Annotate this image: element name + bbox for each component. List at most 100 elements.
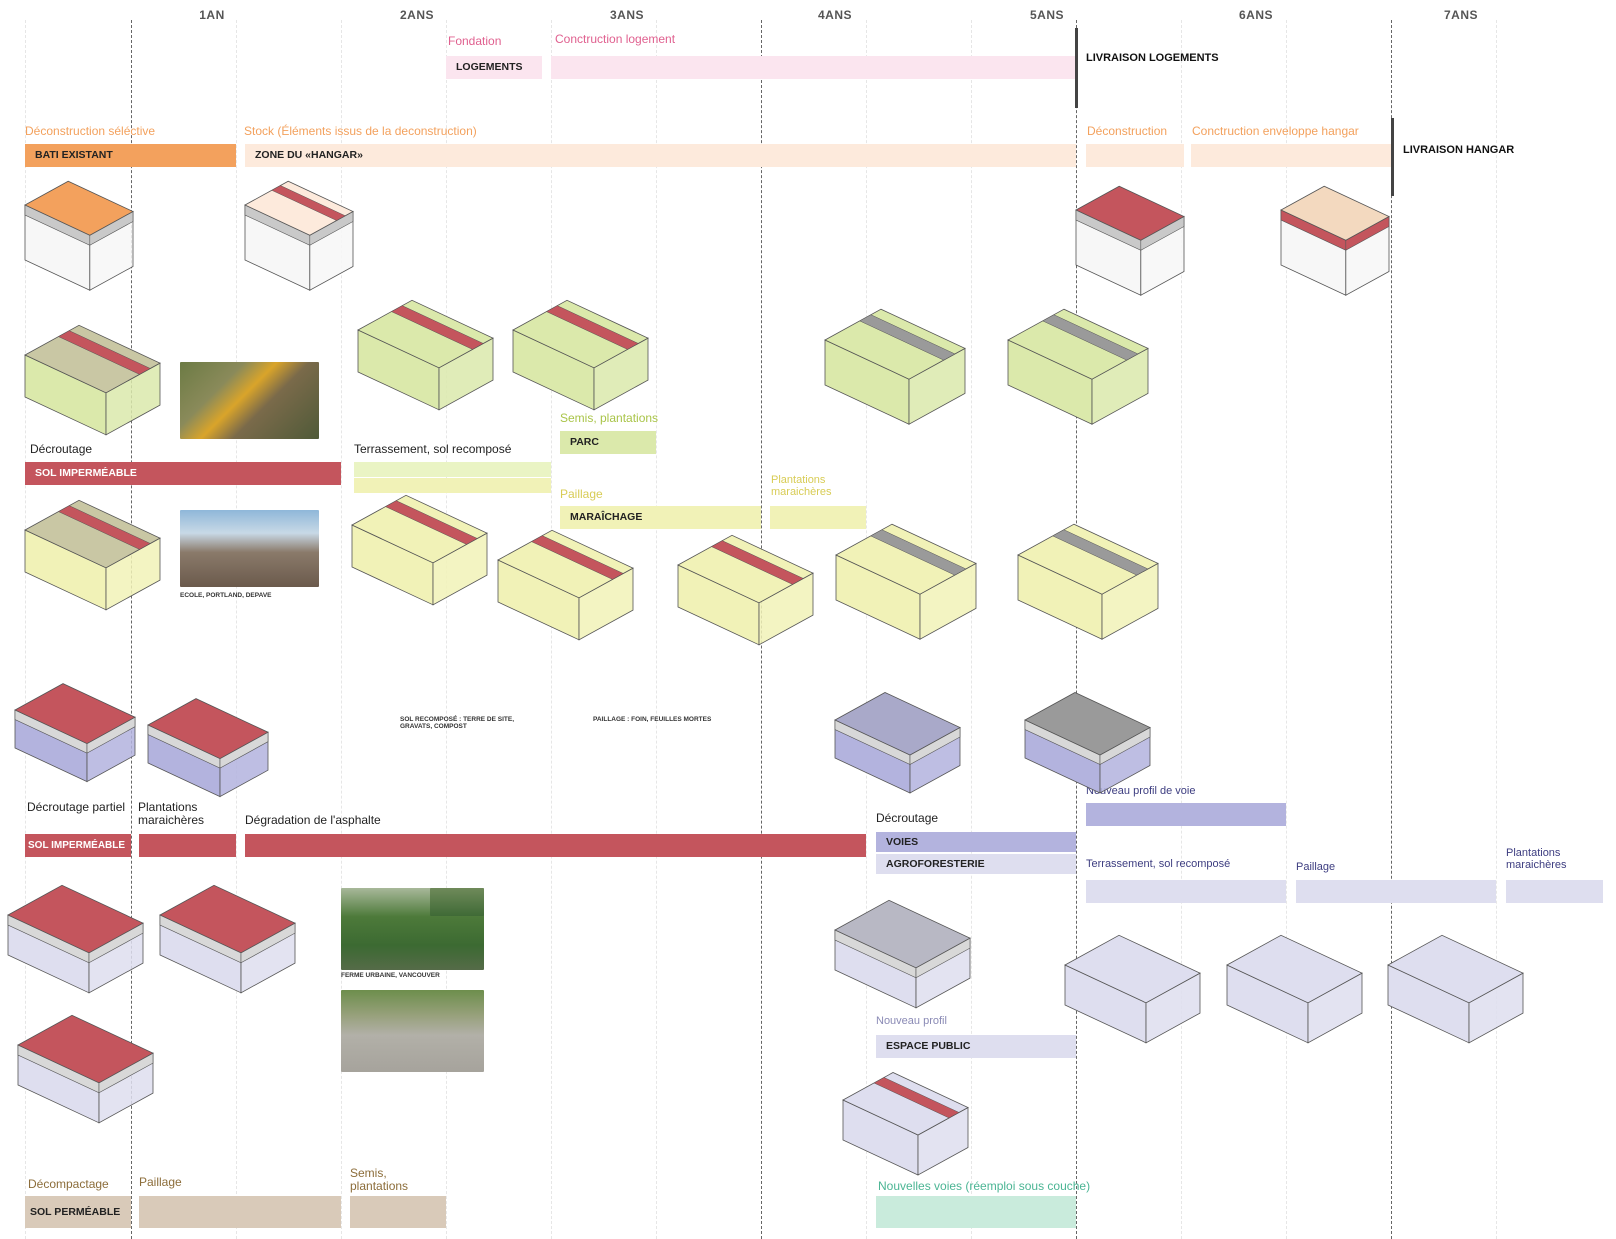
block-mar-6: [1017, 523, 1159, 640]
label-plantations-3-text: Plantations maraichères: [1506, 847, 1567, 871]
bar-terrassement-2: [1086, 880, 1286, 903]
bar-sol-impermeable-2: SOL IMPERMÉABLE: [25, 834, 131, 857]
block-mar-2: [351, 494, 488, 606]
block-voie-1: [14, 683, 136, 783]
bar-paillage-2: [1296, 880, 1496, 903]
block-hangar-stock: [244, 180, 354, 291]
photo-urban-farm-inset: [430, 888, 484, 916]
caption-ferme: FERME URBAINE, VANCOUVER: [341, 972, 440, 979]
bar-bati-existant: BATI EXISTANT: [25, 144, 236, 167]
year-7: 7ANS: [1443, 8, 1479, 22]
bar-terrassement-1b: [354, 478, 551, 493]
label-semis-1: Semis, plantations: [560, 411, 659, 425]
caption-sol-recompose-text: SOL RECOMPOSÉ : TERRE DE SITE, GRAVATS, …: [400, 716, 515, 730]
block-voie-3: [834, 692, 961, 794]
block-espace-2: [842, 1072, 969, 1176]
block-bati-existant: [24, 180, 134, 291]
block-agro-5: [1226, 934, 1363, 1044]
bar-construction-logement: [551, 56, 1076, 79]
year-5: 5ANS: [1029, 8, 1065, 22]
label-plantations-2-text: Plantations maraichères: [138, 800, 205, 827]
photo-cracked-asphalt: [341, 990, 484, 1072]
label-stock: Stock (Éléments issus de la deconstructi…: [244, 124, 477, 138]
label-decroutage-2: Décroutage: [876, 811, 939, 825]
milestone-hangar: LIVRAISON HANGAR: [1403, 144, 1515, 156]
label-decroutage-1: Décroutage: [30, 442, 93, 456]
label-plantations-1-text: Plantations maraichères: [771, 474, 832, 498]
bar-terrassement-1a: [354, 462, 551, 477]
label-construction-hangar: Conctruction enveloppe hangar: [1192, 124, 1359, 138]
label-degradation: Dégradation de l'asphalte: [245, 813, 381, 827]
caption-ecole: ECOLE, PORTLAND, DEPAVE: [180, 592, 272, 599]
bar-maraichage: MARAÎCHAGE: [560, 506, 761, 529]
bar-plantations-3: [1506, 880, 1603, 903]
block-parc-1: [24, 324, 161, 436]
photo-excavator: [180, 362, 319, 439]
block-agro-4: [1064, 934, 1201, 1044]
bar-degradation: [245, 834, 866, 857]
year-2: 2ANS: [399, 8, 435, 22]
label-paillage-1: Paillage: [560, 487, 603, 501]
milestone-hangar-line: [1391, 118, 1394, 196]
block-mar-4: [677, 534, 814, 646]
bar-construction-hangar: [1191, 144, 1391, 167]
block-mar-3: [497, 529, 634, 641]
label-nouveau-profil: Nouveau profil: [876, 1015, 947, 1027]
label-decroutage-partiel: Décroutage partiel: [27, 800, 126, 814]
block-voie-2: [147, 698, 269, 798]
label-semis-3-text: Semis, plantations: [350, 1166, 409, 1193]
block-parc-2: [357, 299, 494, 411]
photo-school-depave: [180, 510, 319, 587]
block-parc-3: [512, 299, 649, 411]
label-plantations-3: Plantations maraichères: [1506, 847, 1567, 871]
milestone-logements: LIVRAISON LOGEMENTS: [1086, 52, 1219, 64]
caption-sol-recompose: SOL RECOMPOSÉ : TERRE DE SITE, GRAVATS, …: [400, 716, 514, 730]
block-agro-1: [7, 884, 144, 994]
block-agro-6: [1387, 934, 1524, 1044]
label-paillage-2: Paillage: [1296, 861, 1336, 873]
bar-espace-public: ESPACE PUBLIC: [876, 1035, 1076, 1058]
year-3: 3ANS: [609, 8, 645, 22]
year-1: 1AN: [199, 8, 225, 22]
bar-agroforesterie: AGROFORESTERIE: [876, 854, 1076, 874]
label-paillage-3: Paillage: [139, 1175, 182, 1189]
bar-logements: LOGEMENTS: [446, 56, 542, 79]
block-agro-3: [834, 899, 971, 1009]
caption-paillage: PAILLAGE : FOIN, FEUILLES MORTES: [593, 716, 712, 723]
block-espace-1: [17, 1014, 154, 1124]
label-deconstruction-selective: Déconstruction séléctive: [25, 124, 156, 138]
label-construction-logement: Conctruction logement: [555, 32, 676, 46]
bar-nouveau-profil-voie: [1086, 803, 1286, 826]
label-deconstruction: Déconstruction: [1087, 124, 1168, 138]
bar-plantations-2: [139, 834, 236, 857]
bar-semis-3: [350, 1196, 446, 1228]
block-hangar-new: [1280, 185, 1390, 296]
block-voie-4: [1024, 692, 1151, 794]
bar-deconstruction: [1086, 144, 1184, 167]
year-6: 6ANS: [1238, 8, 1274, 22]
label-plantations-2: Plantations maraichères: [138, 801, 204, 826]
block-agro-2: [159, 884, 296, 994]
label-plantations-1: Plantations maraichères: [771, 474, 832, 498]
block-mar-1: [24, 499, 161, 611]
block-parc-5: [1007, 308, 1149, 425]
bar-parc: PARC: [560, 431, 656, 454]
bar-sol-impermeable-1: SOL IMPERMÉABLE: [25, 462, 341, 485]
label-terrassement-1: Terrassement, sol recomposé: [354, 442, 512, 456]
label-nouvelles-voies: Nouvelles voies (réemploi sous couche): [878, 1179, 1091, 1193]
block-parc-4: [824, 308, 966, 425]
bar-zone-hangar: ZONE DU «HANGAR»: [245, 144, 1076, 167]
milestone-logements-line: [1075, 28, 1078, 108]
bar-sol-permeable: SOL PERMÉABLE: [25, 1196, 131, 1228]
year-4: 4ANS: [817, 8, 853, 22]
bar-voies: VOIES: [876, 832, 1076, 852]
label-terrassement-2: Terrassement, sol recomposé: [1086, 858, 1231, 870]
bar-plantations-1: [770, 506, 866, 529]
label-semis-3: Semis, plantations: [350, 1167, 408, 1192]
bar-paillage-3: [139, 1196, 341, 1228]
bar-nouvelles-voies: [876, 1196, 1076, 1228]
label-nouveau-profil-voie: Nouveau profil de voie: [1086, 785, 1196, 797]
label-decompactage: Décompactage: [28, 1177, 109, 1191]
